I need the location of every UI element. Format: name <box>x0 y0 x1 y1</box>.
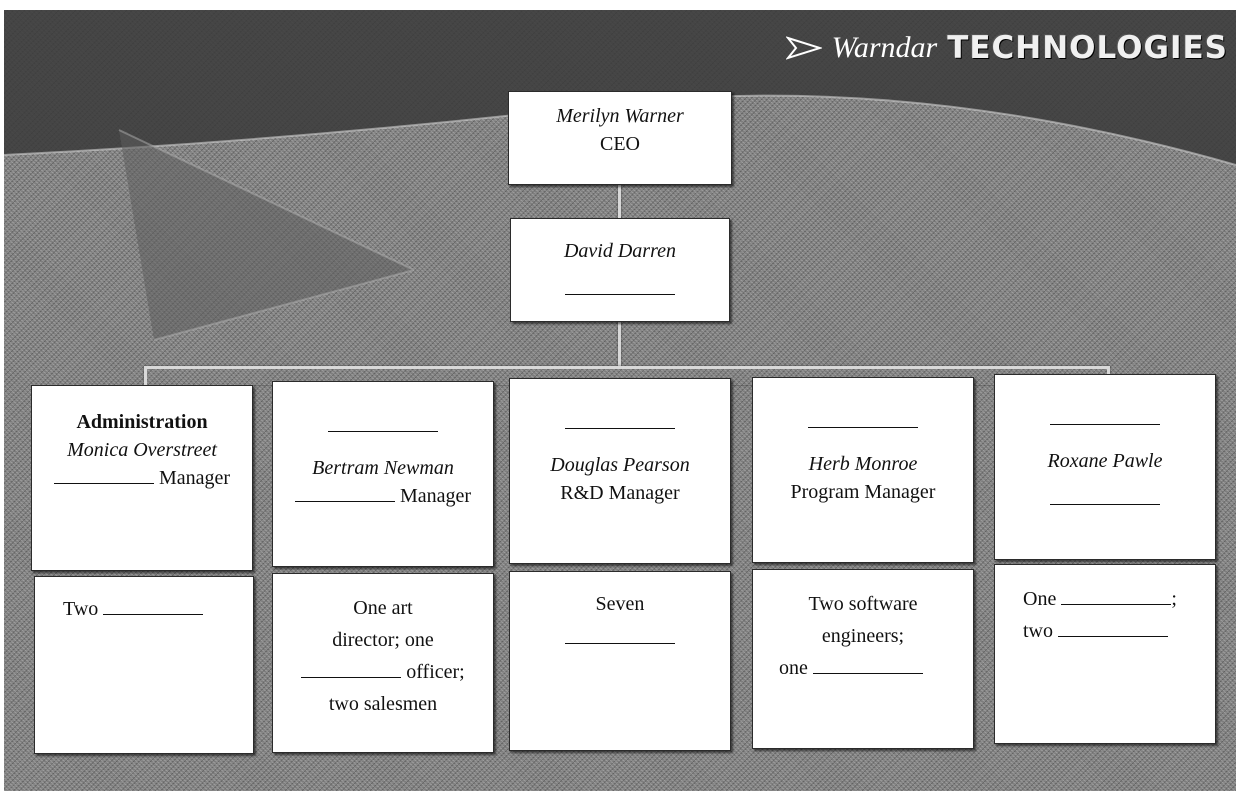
staff-box-5: One ; two <box>994 564 1216 744</box>
connector-vp <box>618 320 621 368</box>
arrow-icon <box>785 36 822 60</box>
title-blank <box>1050 487 1160 505</box>
company-name-script: Warndar <box>831 31 938 64</box>
staff-box-3: Seven <box>509 571 731 751</box>
manager-title: R&D Manager <box>560 482 680 504</box>
connector-ceo <box>618 180 621 225</box>
staff-blank <box>1058 619 1168 637</box>
staff-box-1: Two <box>34 576 254 754</box>
dept-blank <box>808 410 918 428</box>
staff-blank <box>565 626 675 644</box>
staff-box-4: Two software engineers; one <box>752 569 974 749</box>
manager-name: Roxane Pawle <box>1047 450 1163 472</box>
second-in-command-box: David Darren <box>510 218 730 322</box>
staff-blank <box>812 656 923 674</box>
manager-box-2: Bertram Newman Manager <box>272 381 494 567</box>
manager-title: Program Manager <box>790 481 936 503</box>
staff-line: officer; <box>406 661 465 683</box>
dept-blank <box>328 414 438 432</box>
ceo-title: CEO <box>600 133 640 155</box>
dept-label: Administration <box>76 411 208 433</box>
manager-name: Monica Overstreet <box>67 439 217 461</box>
manager-box-admin: Administration Monica Overstreet Manager <box>31 385 253 571</box>
dept-blank <box>1050 407 1160 425</box>
staff-line: One art <box>353 597 413 619</box>
staff-line: two <box>1023 620 1053 642</box>
second-name: David Darren <box>563 240 677 262</box>
manager-name: Douglas Pearson <box>550 454 690 476</box>
ceo-box: Merilyn Warner CEO <box>508 91 732 185</box>
manager-box-5: Roxane Pawle <box>994 374 1216 560</box>
company-name-caps: TECHNOLOGIES <box>947 30 1228 66</box>
staff-line: Two software <box>808 593 918 615</box>
ceo-name: Merilyn Warner <box>556 105 684 127</box>
staff-line: one <box>779 657 808 679</box>
staff-blank <box>301 660 402 678</box>
staff-line: director; one <box>332 629 434 651</box>
manager-name: Herb Monroe <box>808 453 918 475</box>
staff-blank <box>103 597 204 615</box>
dept-blank <box>53 466 154 484</box>
company-logo: Warndar TECHNOLOGIES <box>785 30 1228 66</box>
title-blank <box>565 277 675 295</box>
textured-backdrop <box>4 10 1236 341</box>
staff-line: engineers; <box>821 625 905 647</box>
staff-line: two salesmen <box>328 693 438 715</box>
dept-blank <box>565 411 675 429</box>
manager-title: Manager <box>399 485 472 507</box>
staff-blank <box>1061 587 1172 605</box>
staff-line: Seven <box>595 593 645 615</box>
staff-line: One <box>1023 588 1057 610</box>
dept-blank <box>294 484 395 502</box>
manager-box-3: Douglas Pearson R&D Manager <box>509 378 731 564</box>
manager-name: Bertram Newman <box>312 457 454 479</box>
staff-line: Two <box>63 598 99 620</box>
staff-line: ; <box>1171 588 1177 610</box>
org-chart-frame: Warndar TECHNOLOGIES Merilyn Warner CEO … <box>4 10 1236 791</box>
manager-box-4: Herb Monroe Program Manager <box>752 377 974 563</box>
staff-box-2: One art director; one officer; two sales… <box>272 573 494 753</box>
manager-title: Manager <box>158 467 231 489</box>
